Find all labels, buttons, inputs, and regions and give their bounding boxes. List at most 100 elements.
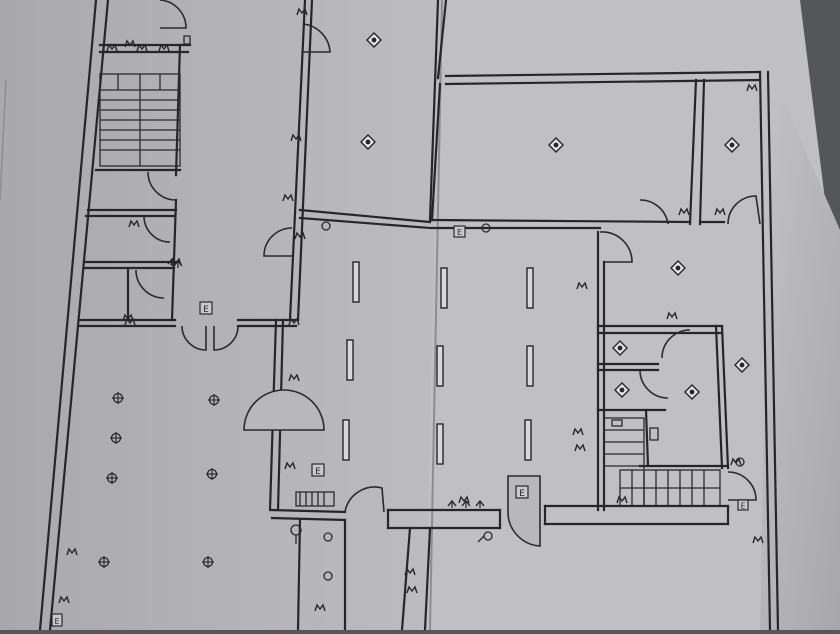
diamond-light-icon — [684, 384, 700, 400]
smoke-detector-icon — [735, 457, 745, 467]
emergency-light-icon — [58, 595, 70, 604]
diamond-light-icon — [360, 134, 376, 150]
receptacle-icon — [475, 499, 485, 508]
emergency-light-icon — [678, 207, 690, 216]
round-light-icon — [208, 394, 220, 406]
round-light-icon — [98, 556, 110, 568]
receptacle-icon — [461, 499, 471, 508]
emergency-light-icon — [124, 39, 136, 48]
exit-sign-icon: E — [737, 499, 749, 511]
emergency-light-icon — [128, 219, 140, 228]
strip-light-icon — [436, 345, 444, 387]
receptacle-icon — [173, 259, 183, 268]
door-swing — [661, 329, 691, 359]
smoke-detector-icon — [321, 221, 331, 231]
door-swing — [639, 199, 669, 225]
door-swing-double — [243, 389, 325, 431]
exit-sign-label: E — [203, 305, 209, 315]
exit-sign-icon: E — [515, 485, 529, 499]
exit-sign-label: E — [54, 617, 59, 626]
door-swing — [181, 325, 207, 351]
emergency-light-icon — [752, 535, 764, 544]
paper-left-edge — [0, 79, 7, 201]
smoke-detector-icon — [611, 419, 623, 427]
diamond-light-icon — [670, 260, 686, 276]
emergency-light-icon — [406, 585, 418, 594]
emergency-light-icon — [296, 7, 308, 16]
ceiling-lights — [360, 32, 750, 400]
door-swing — [143, 215, 171, 243]
strip-light-icon — [342, 419, 350, 461]
door-swing — [302, 23, 331, 53]
emergency-light-icon — [572, 427, 584, 436]
emergency-light-icon — [666, 311, 678, 320]
emergency-light-icon — [288, 373, 300, 382]
smoke-detector-icon — [481, 223, 491, 233]
diamond-light-icon — [724, 137, 740, 153]
door-swing — [727, 471, 757, 501]
paper-fold-line — [429, 0, 443, 631]
door-swing — [599, 231, 633, 263]
door-swing — [147, 171, 177, 201]
stairs-upper-left — [99, 73, 181, 167]
diamond-light-icon — [612, 340, 628, 356]
emergency-light-icon — [314, 603, 326, 612]
emergency-light-icon — [282, 193, 294, 202]
door-swing — [727, 195, 761, 225]
round-light-icon — [206, 468, 218, 480]
exit-sign-icon: E — [453, 225, 466, 238]
door-swing — [135, 269, 165, 299]
misc-fixtures — [183, 35, 745, 581]
emergency-light-icon — [404, 567, 416, 576]
emergency-light-icon — [458, 495, 470, 504]
emergency-light-icon — [284, 461, 296, 470]
exit-sign-label: E — [741, 502, 746, 511]
receptacles — [167, 257, 485, 508]
emergency-light-icon — [158, 43, 170, 52]
receptacle-icon — [447, 499, 457, 508]
exit-sign-icon: E — [311, 463, 325, 477]
emergency-lights — [58, 7, 764, 612]
smoke-detector-icon — [323, 532, 333, 542]
door-swing — [344, 486, 385, 513]
emergency-light-icon — [124, 317, 136, 326]
emergency-light-icon — [288, 317, 300, 326]
door-swing — [263, 227, 293, 257]
diamond-light-icon — [366, 32, 382, 48]
exit-sign-icon: E — [51, 613, 63, 627]
smoke-detector-icon — [649, 427, 659, 441]
diamond-light-icon — [734, 357, 750, 373]
emergency-light-icon — [746, 83, 758, 92]
round-lights — [98, 392, 220, 568]
paper-sheet-left — [0, 0, 445, 630]
diamond-light-icon — [614, 382, 630, 398]
strip-light-icon — [440, 267, 448, 309]
emergency-light-icon — [294, 231, 306, 240]
diamond-light-icon — [548, 137, 564, 153]
emergency-light-icon — [136, 43, 148, 52]
strip-light-icon — [524, 419, 532, 461]
panel-board — [295, 491, 335, 507]
strip-light-icon — [346, 339, 354, 381]
emergency-light-icon — [576, 281, 588, 290]
emergency-light-icon — [714, 207, 726, 216]
exit-sign-label: E — [315, 467, 321, 477]
paper-sheet-right — [760, 70, 840, 630]
emergency-light-icon — [106, 43, 118, 52]
strip-light-icon — [526, 345, 534, 387]
emergency-light-icon — [66, 547, 78, 556]
emergency-light-icon — [290, 133, 302, 142]
smoke-detector-icon — [183, 35, 191, 45]
exit-sign-label: E — [519, 489, 525, 499]
exit-sign-label: E — [457, 228, 462, 237]
emergency-light-icon — [574, 443, 586, 452]
door-swing — [639, 369, 669, 399]
door-swing — [213, 325, 239, 351]
round-light-icon — [106, 472, 118, 484]
strip-lights — [342, 261, 534, 465]
strip-light-icon — [436, 423, 444, 465]
emergency-light-icon — [616, 495, 628, 504]
